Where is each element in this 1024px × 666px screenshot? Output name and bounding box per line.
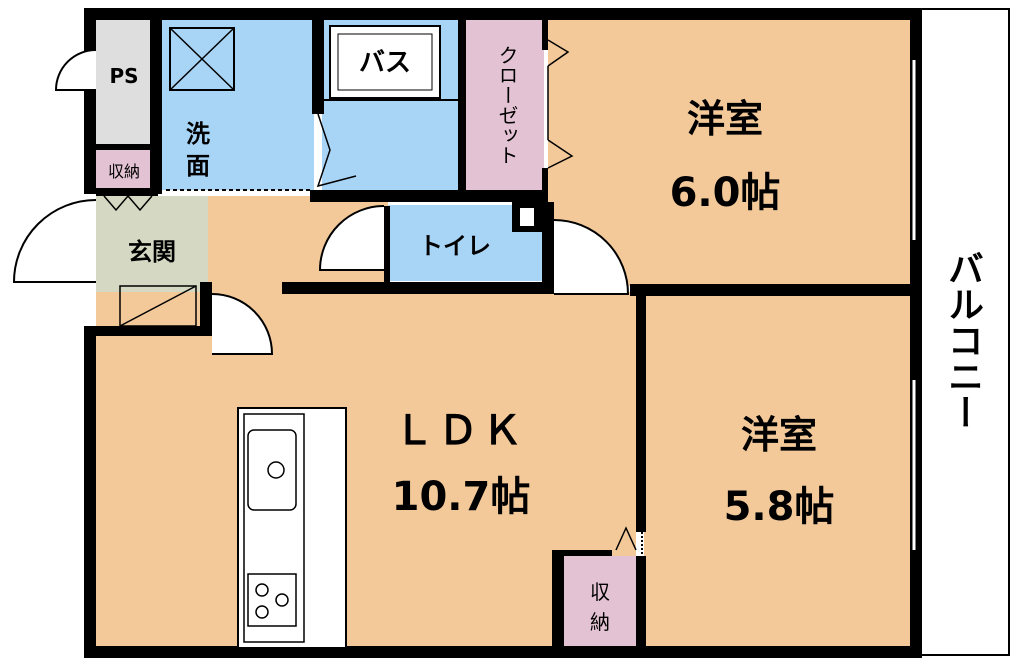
storage-ldk-label-2: 納 bbox=[590, 610, 610, 634]
balcony-label: バルコニー bbox=[942, 250, 983, 430]
wall-storage-ldk-left bbox=[552, 554, 564, 648]
wall-ps-right bbox=[150, 18, 162, 194]
wall-ps-bottom bbox=[96, 144, 152, 150]
bath-folding-door bbox=[316, 113, 357, 188]
western-room-1-name: 洋室 bbox=[686, 97, 763, 141]
wall-bath-closet bbox=[458, 18, 466, 194]
storage-small-label: 収納 bbox=[107, 162, 140, 181]
entrance-door-swing bbox=[12, 199, 97, 283]
wall-storage-ldk-top bbox=[552, 550, 612, 556]
toilet-door-swing bbox=[318, 205, 385, 271]
stove-icon bbox=[247, 573, 297, 627]
wall-room-divider-low bbox=[636, 556, 646, 648]
toilet-label: トイレ bbox=[419, 232, 491, 260]
sink-icon bbox=[247, 429, 297, 511]
washroom-label-2: 面 bbox=[186, 152, 210, 180]
wall-left-lower bbox=[84, 326, 96, 658]
western-room-2-size: 5.8帖 bbox=[723, 484, 835, 530]
wall-wet-bottom bbox=[310, 190, 548, 202]
ps-area bbox=[96, 18, 152, 144]
shoe-box-diagonal bbox=[119, 285, 197, 327]
ps-door-swing bbox=[54, 49, 97, 91]
wall-room1-bottom bbox=[630, 284, 920, 296]
wall-top bbox=[84, 8, 922, 20]
wall-hall-bottom bbox=[282, 282, 554, 294]
western-room-1-area bbox=[548, 18, 910, 286]
ldk-name: ＬＤＫ bbox=[394, 408, 526, 454]
storage-ldk-door bbox=[615, 526, 637, 551]
shoe-box bbox=[119, 285, 197, 327]
western-room-2-name: 洋室 bbox=[740, 413, 817, 457]
washroom-label-1: 洗 bbox=[186, 120, 210, 148]
ldk-area bbox=[96, 292, 636, 648]
closet-label: クローゼット bbox=[495, 45, 519, 165]
storage-small-area bbox=[96, 150, 152, 190]
western-room-2-area bbox=[644, 292, 910, 648]
wall-closet-room-low bbox=[542, 168, 548, 194]
wall-entrance-right bbox=[200, 282, 212, 334]
closet-door-bottom bbox=[547, 139, 574, 169]
bath-label: バス bbox=[358, 48, 411, 78]
storage-ldk-label-1: 収 bbox=[590, 580, 610, 604]
wall-toilet-right bbox=[542, 202, 554, 292]
wall-toilet-left bbox=[384, 206, 390, 284]
bathtub-inner bbox=[337, 33, 433, 91]
wall-storage-bottom bbox=[96, 188, 158, 196]
closet-door-top bbox=[547, 39, 570, 67]
balcony-area bbox=[920, 8, 1010, 656]
wall-wash-bath bbox=[312, 18, 324, 114]
wall-closet-room bbox=[542, 18, 548, 50]
western-room-1-size: 6.0帖 bbox=[669, 170, 781, 216]
storage-small-door-2 bbox=[127, 195, 153, 212]
closet-area bbox=[464, 18, 544, 190]
wall-entrance-bottom bbox=[96, 326, 212, 336]
storage-ldk-area bbox=[562, 556, 636, 648]
storage-small-door bbox=[103, 195, 129, 212]
entrance-label: 玄関 bbox=[128, 238, 176, 266]
ldk-size: 10.7帖 bbox=[391, 474, 531, 520]
room1-door-swing bbox=[553, 219, 630, 295]
ps-label: PS bbox=[109, 64, 139, 88]
ldk-door-swing bbox=[211, 293, 274, 355]
